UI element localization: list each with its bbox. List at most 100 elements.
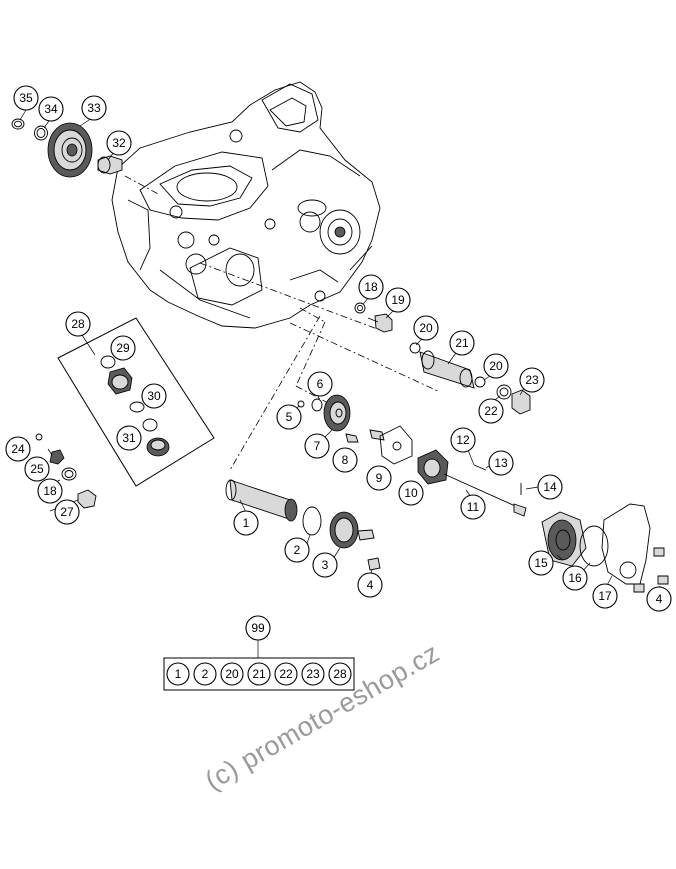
callout-20 — [413, 315, 439, 341]
callout-28 — [65, 311, 91, 337]
callout-30-label: 30 — [147, 389, 161, 403]
callout-4-label: 4 — [367, 578, 374, 592]
callout-23-label: 23 — [525, 373, 539, 387]
callout-16-label: 16 — [568, 571, 582, 585]
kit-item-1 — [166, 662, 190, 686]
callout-21-label: 21 — [455, 336, 469, 350]
kit-item-20 — [220, 662, 244, 686]
kit-item-2-label: 2 — [202, 667, 209, 681]
callout-29 — [110, 335, 136, 361]
callout-32 — [106, 130, 132, 156]
callout-33 — [81, 95, 107, 121]
callout-20-label: 20 — [489, 359, 503, 373]
callout-23 — [519, 367, 545, 393]
oil-filter-parts — [225, 479, 381, 571]
callout-29-label: 29 — [116, 341, 130, 355]
callout-11 — [460, 494, 486, 520]
callout-20 — [483, 353, 509, 379]
callout-19-label: 19 — [391, 293, 405, 307]
callout-33-label: 33 — [87, 101, 101, 115]
callout-18-label: 18 — [364, 280, 378, 294]
callout-99 — [245, 615, 271, 641]
callout-5 — [276, 404, 302, 430]
callout-20-label: 20 — [419, 321, 433, 335]
sprocket-gear — [47, 122, 93, 178]
callout-27-label: 27 — [60, 505, 74, 519]
oil-pump-drive-parts — [297, 394, 527, 517]
callout-22-label: 22 — [484, 404, 498, 418]
callout-14-label: 14 — [543, 480, 557, 494]
gear-group-top-left — [11, 118, 123, 178]
kit-item-20-label: 20 — [225, 667, 239, 681]
callout-30 — [141, 383, 167, 409]
callout-28-label: 28 — [71, 317, 85, 331]
callout-32-label: 32 — [112, 136, 126, 150]
kit-item-21-label: 21 — [252, 667, 266, 681]
callout-4 — [646, 586, 672, 612]
callout-31-label: 31 — [122, 431, 136, 445]
callout-31 — [116, 425, 142, 451]
callout-18 — [358, 274, 384, 300]
callout-34-label: 34 — [44, 102, 58, 116]
kit-item-2 — [193, 662, 217, 686]
callout-9 — [366, 465, 392, 491]
pump-cover-parts — [541, 503, 669, 593]
callout-7 — [304, 433, 330, 459]
callout-35-label: 35 — [19, 91, 33, 105]
kit-99-items: 1 2 20 21 22 23 28 — [166, 662, 352, 686]
kit-item-28-label: 28 — [333, 667, 347, 681]
callout-24-label: 24 — [11, 442, 25, 456]
kit-item-28 — [328, 662, 352, 686]
kit-item-22-label: 22 — [279, 667, 293, 681]
callout-6-label: 6 — [317, 377, 324, 391]
callout-15-label: 15 — [534, 556, 548, 570]
callout-19 — [385, 287, 411, 313]
callout-22 — [478, 398, 504, 424]
callout-6 — [307, 371, 333, 397]
callout-27 — [54, 499, 80, 525]
callout-2-label: 2 — [294, 543, 301, 557]
callout-2 — [284, 537, 310, 563]
callout-25-label: 25 — [30, 462, 44, 476]
callout-9-label: 9 — [376, 471, 383, 485]
callout-10 — [398, 480, 424, 506]
callout-17 — [592, 583, 618, 609]
kit-item-21 — [247, 662, 271, 686]
callout-99-label: 99 — [251, 621, 265, 635]
callout-4 — [357, 572, 383, 598]
callout-15 — [528, 550, 554, 576]
kit-item-23 — [301, 662, 325, 686]
callout-18 — [37, 478, 63, 504]
callout-1-label: 1 — [243, 516, 250, 530]
kit-item-23-label: 23 — [306, 667, 320, 681]
callout-14 — [537, 474, 563, 500]
callout-3 — [312, 552, 338, 578]
callout-7-label: 7 — [314, 439, 321, 453]
callout-3-label: 3 — [322, 558, 329, 572]
callout-10-label: 10 — [404, 486, 418, 500]
callout-8 — [332, 447, 358, 473]
callout-12-label: 12 — [456, 433, 470, 447]
oil-pump-shaft-group — [354, 302, 531, 415]
kit-28-group — [57, 317, 215, 487]
callout-24 — [5, 436, 31, 462]
callout-8-label: 8 — [342, 453, 349, 467]
kit-99-group: 99 1 2 20 21 22 23 28 — [163, 615, 355, 691]
callout-13-label: 13 — [494, 456, 508, 470]
callout-11-label: 11 — [467, 500, 480, 514]
callout-12 — [450, 427, 476, 453]
callout-16 — [562, 565, 588, 591]
bypass-valve-parts — [35, 433, 97, 509]
callout-13 — [488, 450, 514, 476]
callout-21 — [449, 330, 475, 356]
callout-1 — [233, 510, 259, 536]
callout-34 — [38, 96, 64, 122]
kit-item-1-label: 1 — [175, 667, 182, 681]
engine-crankcase — [111, 81, 381, 329]
callout-18-label: 18 — [43, 484, 57, 498]
callout-17-label: 17 — [598, 589, 612, 603]
callout-4-label: 4 — [656, 592, 663, 606]
callout-35 — [13, 85, 39, 111]
